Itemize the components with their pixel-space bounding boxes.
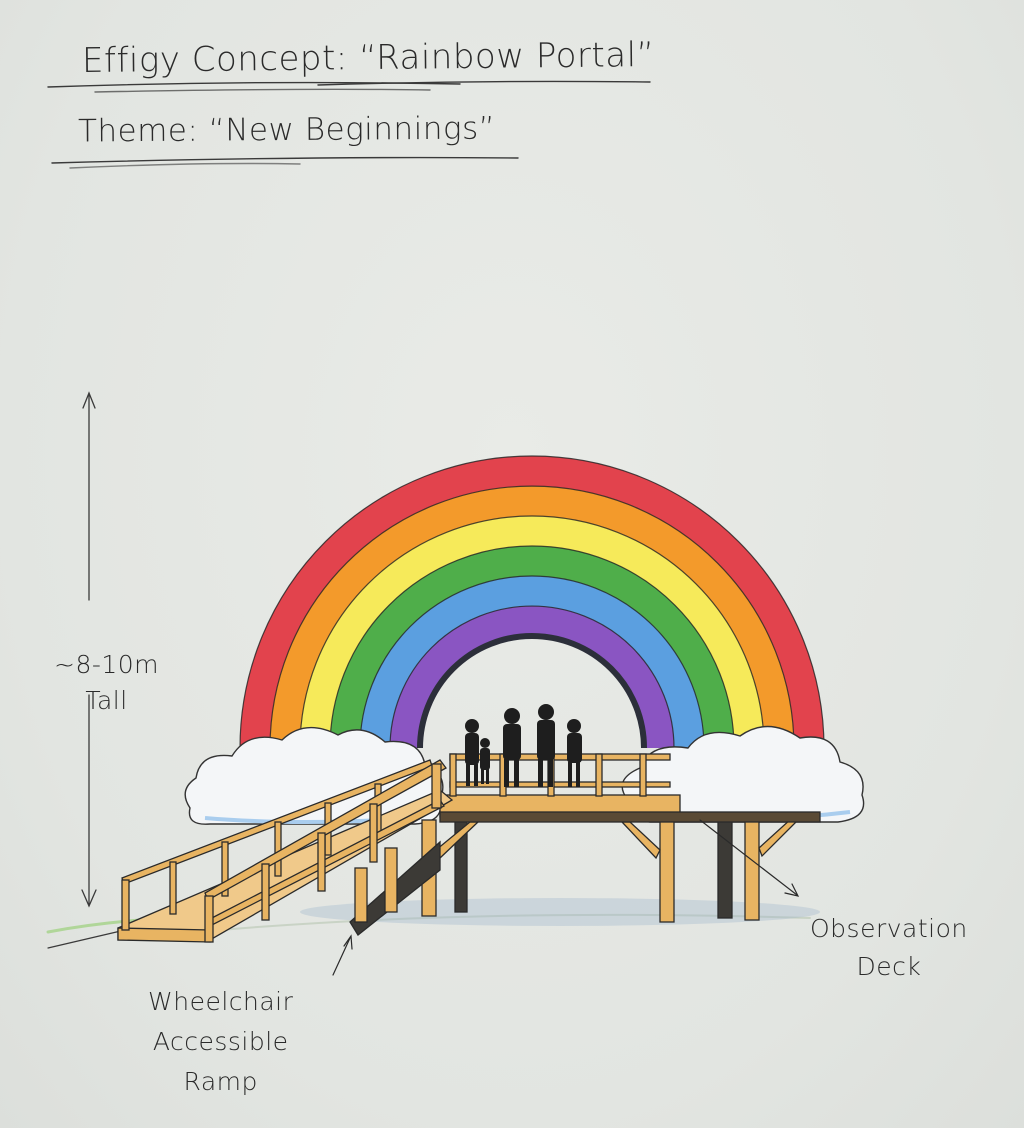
figure-4 xyxy=(567,719,582,787)
rainbow-arch xyxy=(239,455,825,749)
people-silhouettes xyxy=(465,704,582,787)
deck-railing xyxy=(449,753,671,797)
figure-child xyxy=(480,738,490,784)
height-value: ~8-10m xyxy=(54,650,160,679)
figure-3 xyxy=(537,704,555,787)
ramp-label-line3: Ramp xyxy=(183,1067,258,1096)
height-unit-label: Tall xyxy=(85,686,128,715)
wheelchair-ramp xyxy=(117,759,454,943)
deck-annotation: Observation Deck xyxy=(810,910,968,986)
ramp-front-railing xyxy=(204,759,447,943)
theme-subtitle: Theme: “New Beginnings” xyxy=(77,110,496,150)
title-underlines xyxy=(47,80,651,169)
ramp-annotation: Wheelchair Accessible Ramp xyxy=(148,982,293,1102)
height-dimension-arrow xyxy=(81,391,97,908)
deck-label-line2: Deck xyxy=(856,952,922,981)
ramp-label-line1: Wheelchair xyxy=(148,987,294,1016)
observation-deck xyxy=(439,753,821,823)
figure-1 xyxy=(465,719,479,786)
figure-2 xyxy=(503,708,521,787)
page-title: Effigy Concept: “Rainbow Portal” xyxy=(81,35,655,81)
height-annotation: ~8-10m Tall xyxy=(54,647,159,719)
deck-label-line1: Observation xyxy=(810,914,968,943)
annotation-arrows xyxy=(332,819,800,976)
ramp-label-line2: Accessible xyxy=(152,1027,289,1056)
